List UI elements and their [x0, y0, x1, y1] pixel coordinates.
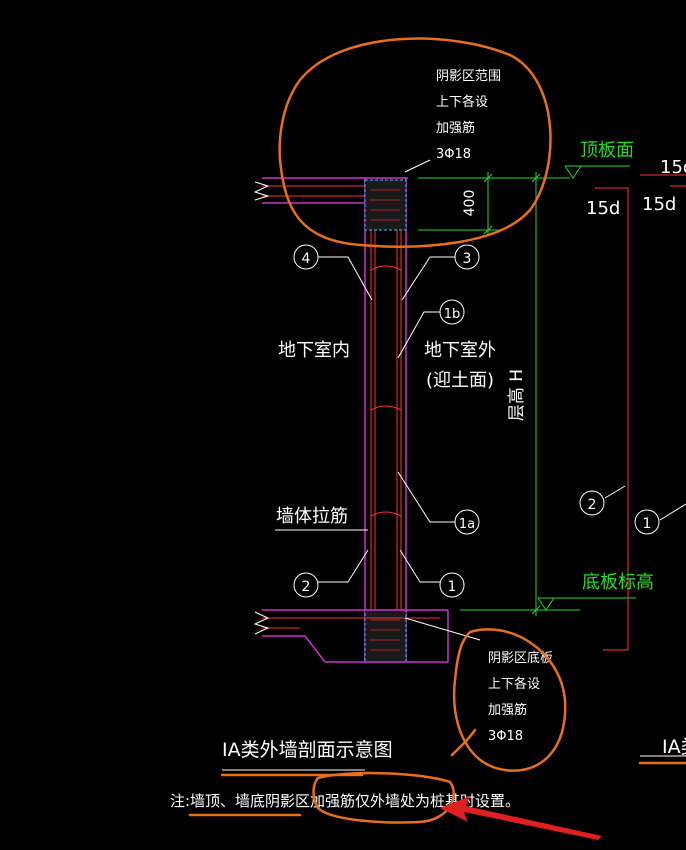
wall-tie-label: 墙体拉筋 — [276, 506, 348, 527]
bottom-shadow-zone — [364, 609, 407, 663]
right-callout-1: 1 — [643, 516, 652, 532]
right-callout-2: 2 — [588, 497, 597, 513]
footnote: 注:墙顶、墙底阴影区加强筋仅外墙处为桩基时设置。 — [170, 792, 520, 810]
shadow-bot-line-4: 3Φ18 — [488, 729, 523, 744]
shadow-top-line-3: 加强筋 — [436, 120, 475, 136]
shadow-bot-line-2: 上下各设 — [488, 676, 540, 692]
floor-level-label: 底板标高 — [582, 572, 654, 593]
right-rebar-detail — [595, 174, 686, 651]
top-annotation-ellipse — [278, 37, 552, 248]
shadow-top-line-4: 3Φ18 — [436, 147, 471, 162]
figure-title-right: IA类 — [662, 736, 686, 758]
soil-face-label: (迎土面) — [426, 370, 494, 391]
shadow-bot-line-1: 阴影区底板 — [488, 650, 553, 666]
top-shadow-zone — [364, 179, 407, 231]
roof-face-label: 顶板面 — [580, 140, 634, 161]
markup-tick — [450, 728, 477, 757]
callout-1a: 1a — [459, 517, 475, 532]
callout-3: 3 — [463, 251, 472, 267]
right-15d-b: 15d — [642, 194, 676, 215]
annotation-markup — [188, 37, 686, 824]
basement-inside-label: 地下室内 — [278, 340, 350, 361]
shadow-top-line-1: 阴影区范围 — [436, 69, 501, 84]
leader-lines — [222, 159, 686, 771]
dimension-lines — [418, 165, 636, 616]
dim-400: 400 — [462, 190, 478, 217]
layer-height-label: 层高 H — [507, 369, 527, 421]
shadow-bot-line-3: 加强筋 — [488, 702, 527, 718]
right-15d-a: 15d — [586, 198, 620, 219]
basement-outside-label: 地下室外 — [424, 340, 496, 361]
shadow-top-line-2: 上下各设 — [436, 94, 488, 110]
figure-title: IA类外墙剖面示意图 — [222, 739, 393, 761]
top-slab — [253, 177, 408, 204]
note-annotation-ellipse — [312, 771, 455, 824]
bottom-annotation-ellipse — [452, 628, 567, 772]
callout-1: 1 — [448, 579, 457, 595]
callout-1b: 1b — [444, 307, 461, 322]
callout-circles — [293, 244, 660, 598]
callout-4: 4 — [302, 251, 311, 267]
red-arrow — [440, 796, 602, 840]
right-15d-c: 15d — [660, 157, 686, 178]
callout-2: 2 — [302, 579, 311, 595]
wall-section — [364, 178, 407, 663]
bottom-slab — [253, 609, 449, 663]
